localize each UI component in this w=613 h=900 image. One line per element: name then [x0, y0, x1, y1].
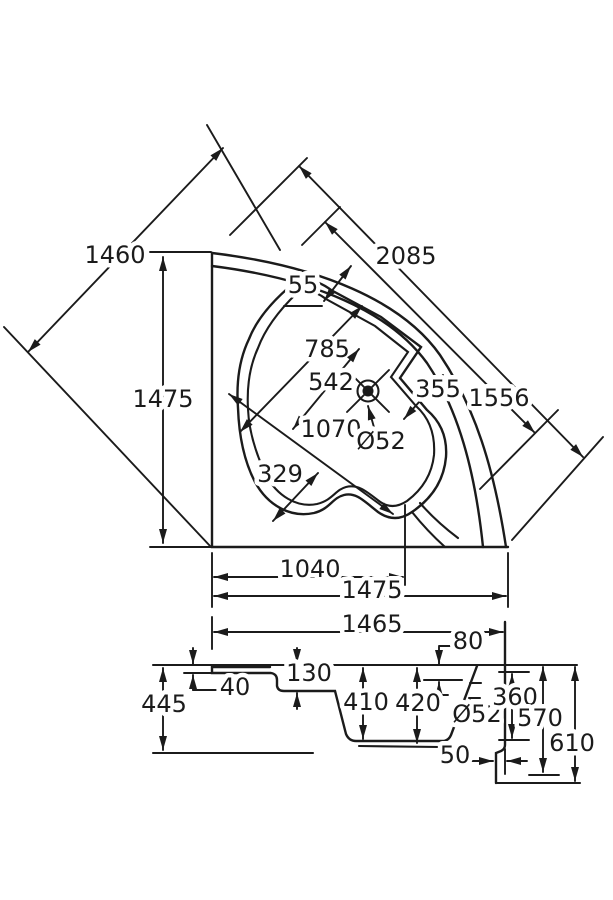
dim-360-label: 360 [492, 683, 538, 711]
dim-445: 445 [137, 667, 191, 751]
dim-drain-leader [367, 405, 378, 439]
dim-445-label: 445 [141, 690, 187, 718]
dim-1475-bottom: 1475 [213, 552, 509, 609]
dim-420: 420 [391, 667, 445, 744]
dim-1460-label: 1460 [84, 241, 145, 269]
dim-1475-side-label: 1475 [132, 385, 193, 413]
dim-329-label: 329 [257, 460, 303, 488]
dim-1475-side: 1475 [128, 251, 212, 548]
dim-1460-ext-top [206, 124, 281, 251]
dim-1556-line [324, 221, 536, 434]
dim-1460-line [27, 147, 224, 353]
dim-drain-diameter: Ø52 [352, 405, 410, 460]
dim-610: 610 [545, 666, 599, 782]
plan-seat-contour-2 [418, 501, 460, 540]
dim-570: 570 [513, 666, 567, 776]
dim-1040: 1040 [211, 504, 406, 608]
dim-1070: 1070 [228, 393, 394, 515]
dim-50: 50 [435, 737, 528, 774]
plan-rim-inner-edge [210, 264, 485, 549]
dim-2085-line [298, 165, 584, 458]
dim-360: 360 [488, 671, 542, 741]
dim-1465: 1465 [211, 606, 504, 650]
section-floor-inner-line [357, 744, 442, 749]
dim-1460-ext-bottom [3, 326, 212, 548]
dim-1460: 1460 [3, 124, 281, 548]
dim-80: 80 [429, 623, 488, 696]
dim-1475-bottom-label: 1475 [341, 576, 402, 604]
dim-610-label: 610 [549, 729, 595, 757]
dim-1070-label: 1070 [300, 415, 361, 443]
dim-570-label: 570 [517, 704, 563, 732]
dim-2085-ext-top [229, 157, 308, 236]
plan-view: 1460 1475 2085 1556 55 [3, 124, 604, 609]
dim-drain-label: Ø52 [356, 427, 405, 455]
dim-overflow-label: Ø52 [452, 700, 501, 728]
dim-40: 40 [183, 647, 255, 706]
dim-1556-ext-bottom [479, 409, 559, 490]
dim-542-label: 542 [308, 368, 354, 396]
section-tub-profile [210, 664, 479, 743]
dim-785-label: 785 [304, 335, 350, 363]
dim-355: 355 [403, 371, 465, 420]
dim-329: 329 [253, 456, 319, 522]
dim-1556: 1556 [301, 206, 559, 490]
dim-40-label: 40 [220, 673, 251, 701]
dim-overflow-leader [459, 699, 471, 715]
dim-50-label: 50 [440, 741, 471, 769]
dim-130: 130 [282, 647, 336, 710]
dim-410: 410 [339, 667, 393, 740]
dim-overflow-diameter: Ø52 [448, 696, 506, 733]
dim-420-label: 420 [395, 689, 441, 717]
dim-55-label: 55 [288, 271, 319, 299]
dim-329-line [272, 472, 319, 522]
dim-410-label: 410 [343, 688, 389, 716]
dim-1070-line [228, 393, 394, 515]
dim-55: 55 [283, 265, 352, 307]
dim-130-label: 130 [286, 659, 332, 687]
dim-1556-ext-top [301, 206, 341, 246]
section-apron-and-foot [494, 620, 507, 785]
plan-seat-contour [410, 510, 447, 549]
dim-2085-ext-bottom [511, 436, 604, 541]
section-view: 1465 40 445 130 [137, 606, 599, 785]
dim-2085-label: 2085 [375, 242, 436, 270]
dim-1556-label: 1556 [468, 384, 529, 412]
dim-355-line [403, 374, 444, 420]
dim-55-line [323, 265, 352, 302]
dim-1040-label: 1040 [279, 555, 340, 583]
dim-355-label: 355 [415, 375, 461, 403]
dim-1465-label: 1465 [341, 610, 402, 638]
dim-80-label: 80 [453, 627, 484, 655]
